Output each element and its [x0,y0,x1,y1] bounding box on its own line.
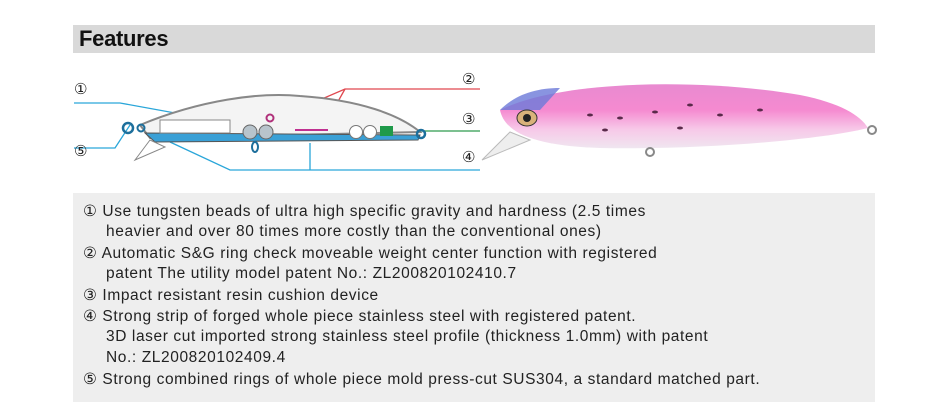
lure-photo [481,84,877,161]
features-title: Features [79,26,169,51]
callout-4: ④ [462,148,475,166]
leader-4 [169,141,480,171]
feature-5-line-1: ⑤ Strong combined rings of whole piece m… [83,371,761,388]
features-header: Features [73,25,875,53]
callout-1: ① [74,80,87,98]
feature-4-line-1: ④ Strong strip of forged whole piece sta… [83,308,637,325]
callout-5: ⑤ [74,142,87,160]
feature-2-line-2: patent The utility model patent No.: ZL2… [106,265,517,282]
features-list: ① Use tungsten beads of ultra high speci… [73,193,875,402]
callout-2: ② [462,70,475,88]
feature-3-line-1: ③ Impact resistant resin cushion device [83,287,379,304]
feature-1-line-1: ① Use tungsten beads of ultra high speci… [83,203,646,220]
lure-skeleton [121,94,427,162]
callout-3: ③ [462,110,475,128]
feature-4-line-3: No.: ZL200820102409.4 [106,349,286,366]
feature-4-line-2: 3D laser cut imported strong stainless s… [106,328,709,345]
lure-cutaway-diagram: ① ② ③ ④ ⑤ [74,70,877,171]
feature-2-line-1: ② Automatic S&G ring check moveable weig… [83,245,658,262]
feature-1-line-2: heavier and over 80 times more costly th… [106,223,602,240]
